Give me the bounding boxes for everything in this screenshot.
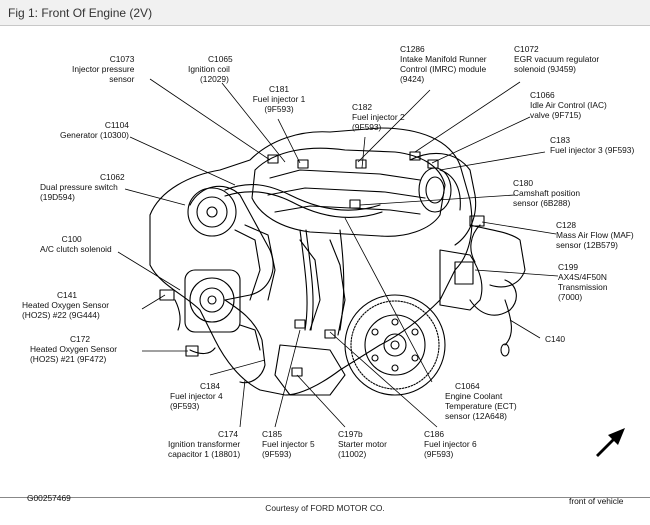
courtesy-credit: Courtesy of FORD MOTOR CO.: [265, 503, 385, 513]
callout-c100: C100 A/C clutch solenoid: [40, 234, 112, 254]
air-intake-tube: [409, 152, 477, 246]
generator-shape: [187, 187, 237, 237]
callout-c141: C141 Heated Oxygen Sensor (HO2S) #22 (9G…: [22, 290, 110, 320]
callout-c1104: C1104 Generator (10300): [60, 120, 129, 140]
drive-belt: [189, 185, 274, 301]
ac-compressor-shape: [184, 269, 241, 333]
callout-c174: C174 Ignition transformer capacitor 1 (1…: [168, 429, 241, 459]
engine-drawing: [117, 78, 625, 457]
callout-c183: C183 Fuel injector 3 (9F593): [550, 135, 635, 155]
callout-c180: C180 Camshaft position sensor (6B288): [513, 178, 581, 208]
oil-pan-shape: [274, 344, 346, 396]
callout-c184: C184 Fuel injector 4 (9F593): [170, 381, 223, 411]
callout-c128: C128 Mass Air Flow (MAF) sensor (12B579): [556, 220, 634, 250]
diagram-id: G00257469: [27, 493, 71, 503]
figure-title-bar: Fig 1: Front Of Engine (2V): [0, 0, 650, 26]
flexplate-shape: [344, 294, 446, 396]
callout-c1286: C1286 Intake Manifold Runner Control (IM…: [400, 44, 487, 84]
leader-lines: [117, 78, 559, 428]
callout-c181: C181 Fuel injector 1 (9F593): [252, 84, 306, 114]
front-of-vehicle-label: front of vehicle: [569, 496, 624, 506]
callout-c182: C182 Fuel injector 2 (9F593): [352, 102, 405, 132]
callout-c140: C140: [545, 334, 566, 344]
callout-c1073: C1073 Injector pressure sensor: [72, 54, 135, 84]
callout-c172: C172 Heated Oxygen Sensor (HO2S) #21 (9F…: [30, 334, 118, 364]
exhaust-manifold-shape: [224, 299, 266, 384]
callout-c186: C186 Fuel injector 6 (9F593): [424, 429, 477, 459]
callout-c1064: C1064 Engine Coolant Temperature (ECT) s…: [445, 381, 517, 421]
transmission-harness: [469, 279, 517, 316]
figure-title: Fig 1: Front Of Engine (2V): [8, 6, 153, 20]
callout-c1066: C1066 Idle Air Control (IAC) valve (9F71…: [530, 90, 607, 120]
callout-c197b: C197b Starter motor (11002): [338, 429, 387, 459]
engine-diagram: C1073 Injector pressure sensor C1065 Ign…: [0, 26, 650, 506]
callout-c199: C199 AX4S/4F50N Transmission (7000): [558, 262, 608, 302]
callout-c1072: C1072 EGR vacuum regulator solenoid (9J4…: [514, 44, 600, 74]
callout-c1062: C1062 Dual pressure switch (19D594): [40, 172, 125, 202]
front-of-vehicle-arrow: [596, 428, 625, 457]
callout-c1065: C1065 Ignition coil (12029): [188, 54, 233, 84]
transmission-housing: [439, 249, 483, 311]
callout-c185: C185 Fuel injector 5 (9F593): [262, 429, 315, 459]
